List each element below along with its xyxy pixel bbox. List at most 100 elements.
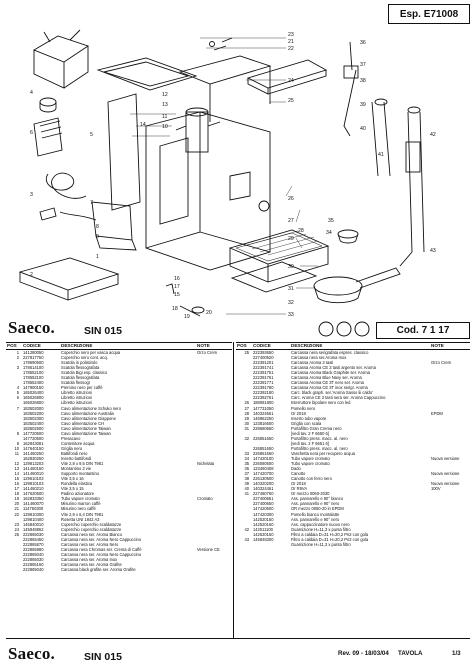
model-name-bottom: SIN 015 xyxy=(84,651,122,663)
cup-warmer-tray-drawing xyxy=(246,59,328,95)
cell-codice: 178552100 xyxy=(23,370,44,376)
callout-6: 6 xyxy=(30,130,33,136)
callout-5: 5 xyxy=(90,132,93,138)
cell-pos: 14 xyxy=(14,471,19,477)
drip-tray-drawing xyxy=(18,257,120,301)
cell-descrizione: Coperchio nero cont. acq. xyxy=(61,355,108,361)
grid-tray-drawing xyxy=(228,229,330,293)
callout-17: 17 xyxy=(174,284,180,290)
callout-7: 7 xyxy=(90,200,93,206)
callout-38: 38 xyxy=(360,78,366,84)
exploded-parts-diagram: 23 21 22 24 25 26 27 28 29 30 31 32 33 3… xyxy=(18,29,436,320)
cell-codice: 162830250 xyxy=(23,455,44,461)
cell-codice: 147420300 xyxy=(253,511,274,517)
callout-23: 23 xyxy=(288,32,294,38)
cell-descrizione: Carc. Aroma CE 3 tasti nera ser. Aroma C… xyxy=(291,395,386,401)
cell-pos: 39 xyxy=(244,481,249,487)
cell-pos: 21 xyxy=(14,506,19,512)
cell-codice: 129810400 xyxy=(23,516,44,522)
brand-logo-top: Saeco. xyxy=(8,318,55,337)
cell-pos: 9 xyxy=(16,440,19,446)
callout-4: 4 xyxy=(30,90,33,96)
cell-codice: 129810103 xyxy=(23,481,44,487)
cell-descrizione: Guarnizione H=11,3 x punta filtro xyxy=(291,526,351,532)
document-code-box: Esp. E71008 xyxy=(388,4,470,24)
cell-descrizione: Vite 3,5 x 15 xyxy=(61,486,84,492)
cell-codice: 141460070 xyxy=(23,501,44,507)
cell-descrizione: Carcassa nera ser. Aroma Nero xyxy=(61,541,119,547)
cell-descrizione: Filtro a caldaia D=31 H=20,2 Pn2 con gol… xyxy=(291,531,369,537)
cell-pos: 2 xyxy=(16,355,19,361)
cell-codice: 165026800 xyxy=(23,400,44,406)
cell-descrizione: Canotto xyxy=(291,471,306,477)
cell-codice: 165026800 xyxy=(23,395,44,401)
cell-pos: 38 xyxy=(244,476,249,482)
cell-codice: 183502000 xyxy=(23,405,44,411)
cell-pos: 26 xyxy=(244,400,249,406)
cell-codice: 226851660 xyxy=(253,450,274,456)
cell-descrizione: Cavo alimentazione Australia xyxy=(61,410,114,416)
cell-descrizione: Carcassa nera ser. Aroma Inox xyxy=(61,556,118,562)
callout-34: 34 xyxy=(326,230,332,236)
cell-codice: 145848300 xyxy=(253,536,274,542)
cell-pos: 40 xyxy=(244,486,249,492)
cell-descrizione: Carc. black graph. ser.'Aroma Sasso lii … xyxy=(291,390,373,396)
cell-codice: 178552100 xyxy=(23,375,44,381)
manual-drawing xyxy=(33,117,63,157)
cell-pos: 3 xyxy=(16,365,19,371)
cell-descrizione: Ass. pannarello e 90° nero xyxy=(291,516,340,522)
cell-descrizione: Carcassa nera ser. Aroma Bianco xyxy=(61,531,122,537)
cell-codice: 145848862 xyxy=(23,526,44,532)
cell-codice: 183502500 xyxy=(23,425,44,431)
callout-35: 35 xyxy=(328,218,334,224)
cell-codice xyxy=(252,542,290,547)
cell-pos: 17 xyxy=(14,486,19,492)
cell-descrizione: Portafiltro press. macc. al. nero xyxy=(291,435,348,441)
tavola-label: TAVOLA xyxy=(398,650,423,657)
cell-pos: 13 xyxy=(14,466,19,472)
col-pos: POS xyxy=(236,342,252,350)
cell-descrizione: Rosetta UNI 1842 A3 xyxy=(61,516,100,522)
cell-note xyxy=(196,567,232,572)
callout-3: 3 xyxy=(30,192,33,198)
cell-pos: 7 xyxy=(16,405,19,411)
callout-2: 2 xyxy=(30,272,33,278)
cell-codice: 162843081 xyxy=(23,440,44,446)
callout-39: 39 xyxy=(360,102,366,108)
callout-22: 22 xyxy=(288,46,294,52)
cell-descrizione: Tubo vapore cromato xyxy=(291,461,330,467)
cell-codice: 222393650 xyxy=(253,350,274,355)
cell-codice: 147720500 xyxy=(23,430,44,436)
cell-descrizione: Scatola in polistirolo xyxy=(61,360,98,366)
cell-descrizione: Or R9VA xyxy=(291,486,308,492)
cell-codice: 146962250 xyxy=(253,415,274,421)
cell-descrizione: Griglia con scala xyxy=(291,420,322,426)
col-codice: CODICE xyxy=(22,342,60,350)
cell-pos: 6 xyxy=(16,395,19,401)
cell-descrizione: Carcassa Aroma Blue Navy ser. Aroma xyxy=(291,375,362,381)
callout-14: 14 xyxy=(140,122,146,128)
cell-descrizione: Vite 3,5 x 16 xyxy=(61,476,84,482)
cell-pos: 24 xyxy=(14,526,19,532)
cell-codice: 188081800 xyxy=(253,400,274,406)
cell-descrizione: Carcassa nera ser. Aroma Nero Cappuccino xyxy=(61,536,142,542)
cell-descrizione: Scatola flessogr xyxy=(61,380,91,386)
cell-pos: 23 xyxy=(14,521,19,527)
